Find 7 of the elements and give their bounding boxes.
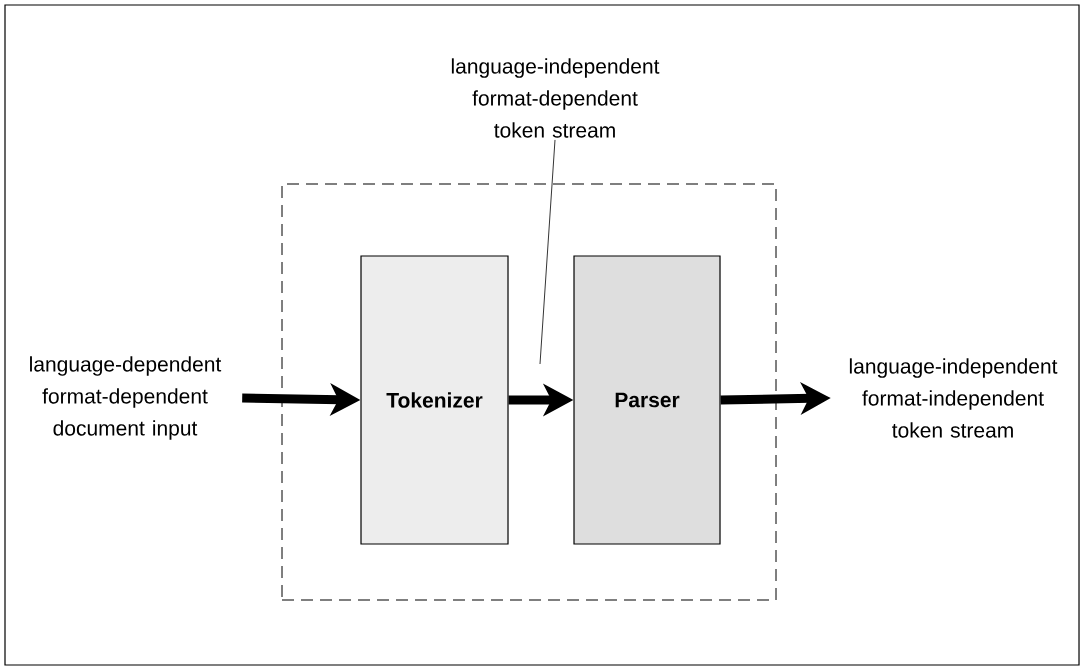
- text-label: language-dependent format-dependent document input: [30, 356, 222, 440]
- process-box: Tokenizer: [360, 255, 509, 545]
- text-label: language-independent format-dependent token stream: [451, 58, 660, 138]
- text-label: language-independent format-independent token stream: [849, 358, 1058, 438]
- leader-line: [539, 139, 556, 365]
- dashed-boundary-box: [281, 183, 777, 601]
- process-box: Parser: [573, 255, 721, 545]
